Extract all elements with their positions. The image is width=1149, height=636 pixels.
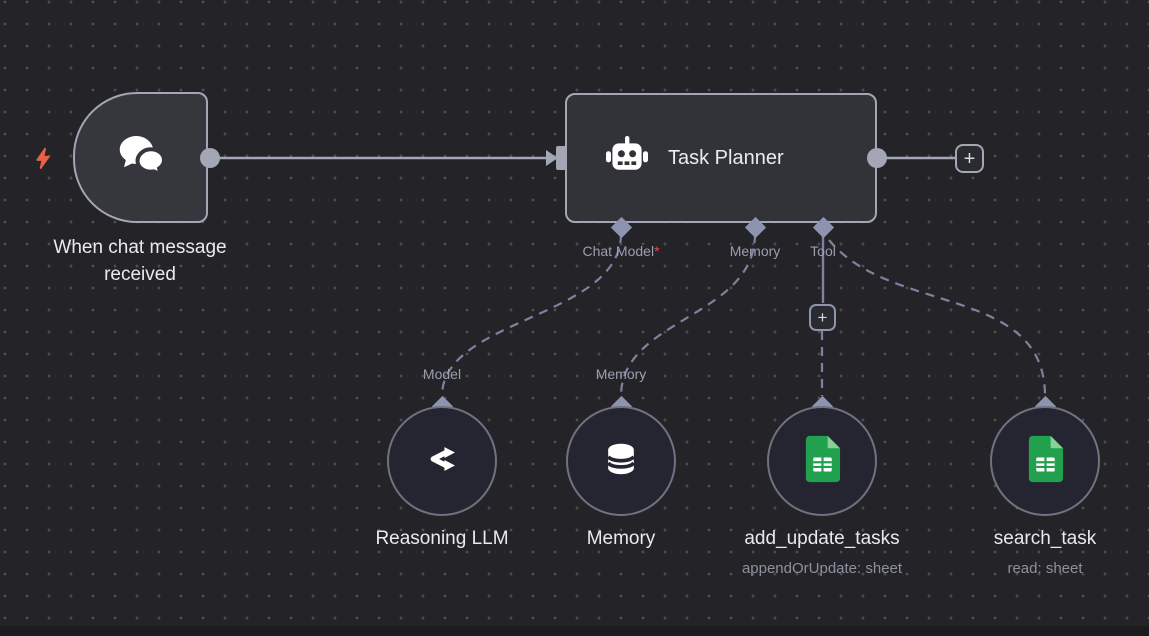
memory-label: Memory <box>586 528 656 549</box>
add-node-button[interactable]: + <box>955 144 984 173</box>
node-when-chat-message-received[interactable] <box>73 92 208 223</box>
trigger-output-port[interactable] <box>200 148 220 168</box>
node-task-planner[interactable]: Task Planner <box>565 93 877 223</box>
add-update-tasks-subtitle: appendOrUpdate: sheet <box>741 560 903 577</box>
node-memory[interactable] <box>566 406 676 516</box>
wire-tool-to-search-task[interactable] <box>828 239 1047 397</box>
google-sheets-icon <box>1027 435 1064 488</box>
add-update-tasks-label: add_update_tasks <box>744 528 900 549</box>
planner-title: Task Planner <box>668 146 784 169</box>
search-task-subtitle: read: sheet <box>1007 560 1083 577</box>
canvas-bottom-edge <box>0 626 1149 636</box>
branch-arrows-icon <box>421 438 463 485</box>
google-sheets-icon <box>804 435 841 488</box>
wire-memory-to-memory-node[interactable] <box>619 233 757 397</box>
node-search-task[interactable] <box>990 406 1100 516</box>
search-task-label: search_task <box>993 528 1097 549</box>
planner-output-port[interactable] <box>867 148 887 168</box>
sub-port-label-memory: Memory <box>595 366 647 382</box>
robot-icon <box>603 132 651 185</box>
port-label-chat-model-text: Chat Model <box>582 243 655 259</box>
sub-port-label-model: Model <box>422 366 462 382</box>
port-label-tool: Tool <box>810 243 836 259</box>
port-label-memory: Memory <box>729 243 781 259</box>
trigger-node-label: When chat message received <box>53 237 227 285</box>
port-label-chat-model: Chat Model* <box>541 243 701 259</box>
add-tool-button[interactable]: + <box>809 304 836 331</box>
node-reasoning-llm[interactable] <box>387 406 497 516</box>
required-asterisk: * <box>654 243 660 259</box>
chat-bubbles-icon <box>111 125 171 190</box>
reasoning-llm-label: Reasoning LLM <box>375 528 509 549</box>
database-icon <box>599 437 643 486</box>
bolt-icon <box>31 145 55 172</box>
wire-chatmodel-to-reasoning-llm[interactable] <box>440 233 623 397</box>
node-add-update-tasks[interactable] <box>767 406 877 516</box>
